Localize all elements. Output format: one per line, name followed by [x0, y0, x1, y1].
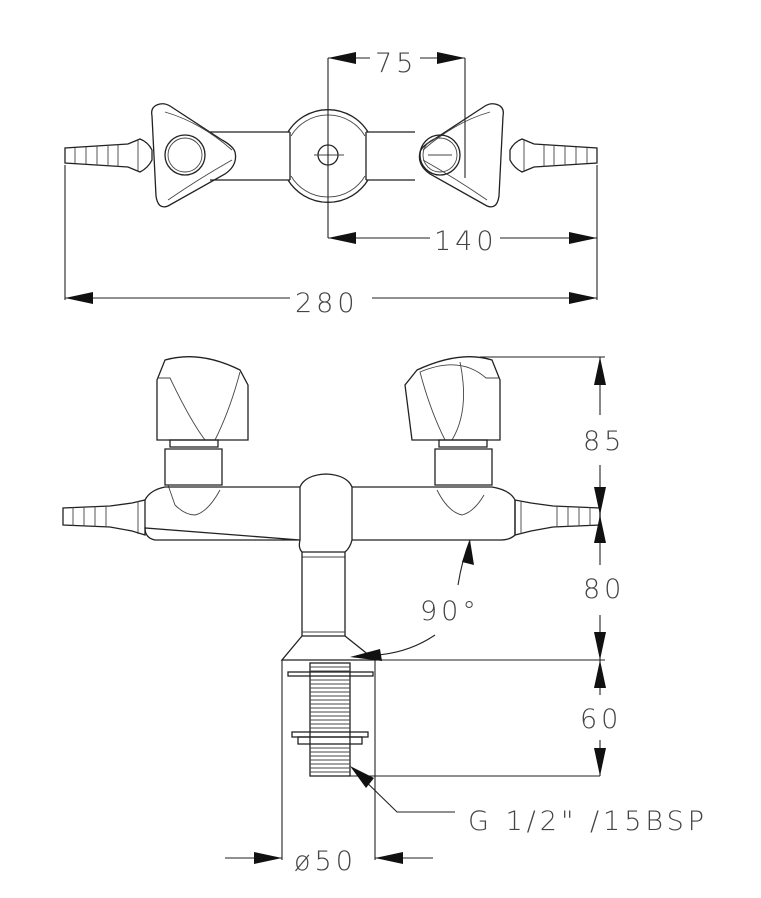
dimension-label-60: 60 [580, 704, 622, 735]
right-knob-top [418, 103, 504, 208]
dimension-140: 140 [328, 226, 597, 257]
dimension-85: 85 [480, 356, 625, 515]
top-view: 75 140 280 [64, 48, 598, 319]
angle-label: 90° [420, 596, 480, 627]
right-hose-barb-top [509, 138, 598, 173]
left-knob-front [156, 356, 249, 448]
left-knob-top [151, 103, 237, 208]
dimension-label-85: 85 [583, 426, 625, 457]
right-knob-front [404, 356, 501, 448]
dimension-label-80: 80 [583, 574, 625, 605]
dimension-75: 75 [327, 48, 466, 238]
right-hose-barb-front [514, 499, 601, 536]
left-hose-barb-top [64, 138, 153, 173]
dimension-label-75: 75 [375, 48, 417, 79]
front-view: 85 80 60 90° G [62, 356, 708, 877]
dimension-280: 280 [64, 165, 598, 319]
dimension-60: 60 [350, 659, 622, 777]
dimension-diameter-50: ø50 [225, 660, 433, 877]
dimension-label-140: 140 [434, 226, 498, 257]
thread-callout: G 1/2" /15BSP [350, 766, 708, 837]
dimension-label-280: 280 [295, 288, 359, 319]
angle-annotation: 90° [350, 539, 480, 661]
diameter-label: ø50 [294, 846, 357, 877]
thread-spec-label: G 1/2" /15BSP [468, 806, 708, 837]
left-hose-barb-front [62, 499, 146, 536]
threaded-shank [287, 662, 374, 777]
dimension-80: 80 [583, 515, 625, 660]
